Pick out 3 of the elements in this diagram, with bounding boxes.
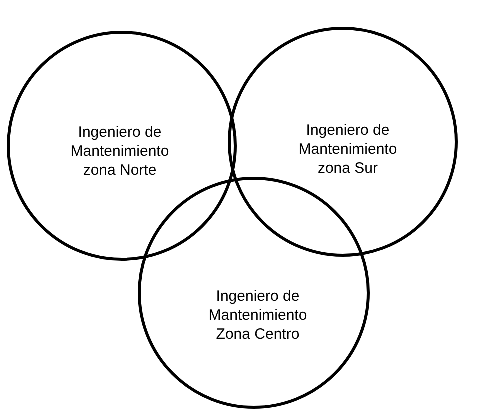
circle-label: Ingeniero de Mantenimiento zona Norte: [70, 123, 170, 180]
circle-label: Ingeniero de Mantenimiento zona Sur: [298, 121, 398, 178]
circle-label: Ingeniero de Mantenimiento Zona Centro: [208, 287, 308, 344]
